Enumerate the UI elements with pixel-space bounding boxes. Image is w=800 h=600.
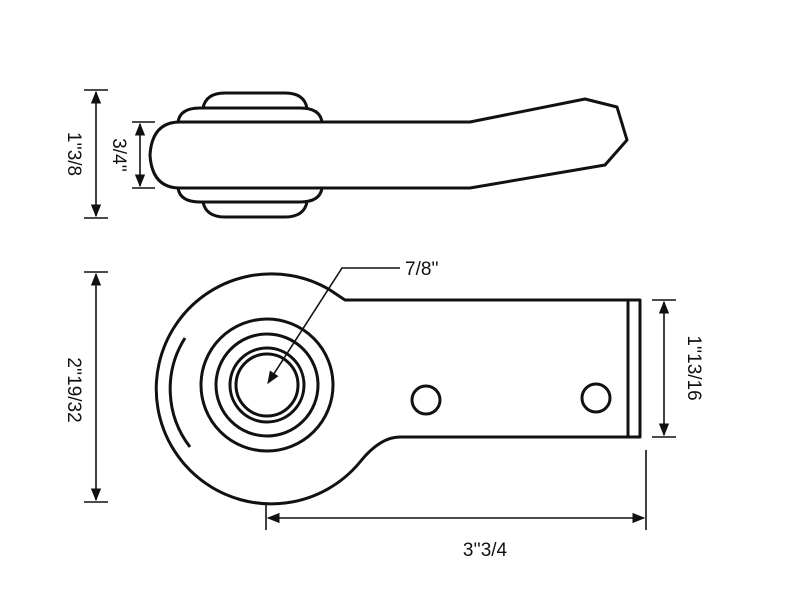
lever-body (148, 97, 629, 190)
eye-ring-middle (214, 332, 320, 438)
eye-ring-outer (199, 317, 335, 453)
eye-bore (234, 352, 300, 418)
label-eye-height: 2''19/32 (63, 357, 84, 422)
label-eye-diameter: 7/8'' (405, 259, 439, 280)
bottom-flange-outer (201, 201, 309, 219)
lever-outline (154, 272, 642, 506)
eye-arc-detail (168, 337, 192, 448)
mounting-hole-2 (580, 382, 612, 414)
eye-ring-inner (228, 346, 306, 424)
plan-view: 7/8'' 2''19/32 1''13/16 3''3/4 (63, 259, 704, 561)
label-total-length: 3''3/4 (463, 540, 508, 561)
leader-eye-diameter (267, 267, 400, 385)
top-flange-outer (201, 91, 309, 109)
label-arm-width: 1''13/16 (683, 335, 704, 400)
label-top-height-outer: 1''3/8 (63, 132, 84, 176)
top-flange-inner (176, 106, 324, 123)
mounting-hole-1 (410, 384, 442, 416)
bottom-flange-inner (176, 187, 324, 204)
label-top-height-inner: 3/4'' (108, 138, 129, 172)
side-view: 1''3/8 3/4'' (63, 89, 629, 219)
